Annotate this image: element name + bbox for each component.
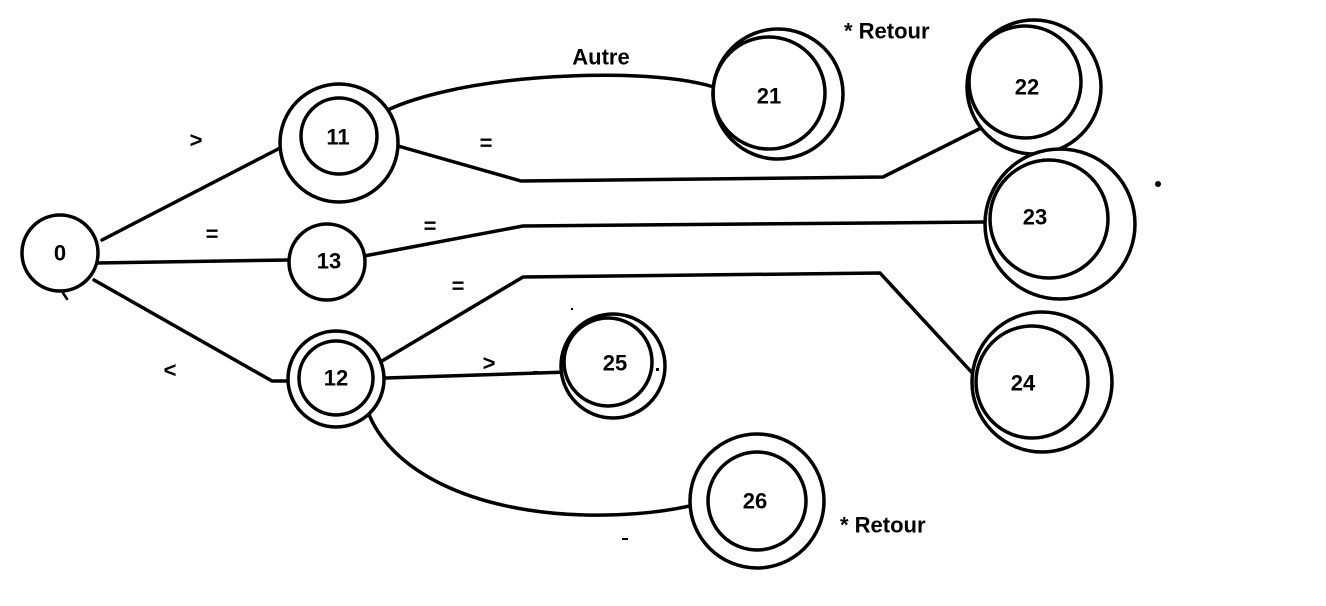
edge-12-26 — [366, 410, 714, 517]
state-label-12: 12 — [324, 366, 348, 391]
edge-11-21 — [366, 73, 716, 124]
note-retour-21: * Retour — [844, 19, 930, 44]
note-retour-26: * Retour — [840, 513, 926, 538]
state-25 — [559, 312, 667, 420]
edge-0-13 — [94, 258, 291, 265]
state-26 — [688, 432, 826, 570]
edge-label-0-11: > — [190, 128, 203, 153]
edge-12-24 — [380, 271, 978, 379]
state-label-26: 26 — [743, 489, 767, 514]
state-0 — [20, 213, 100, 293]
state-11 — [278, 82, 400, 204]
state-13 — [287, 222, 367, 302]
edge-label-0-12: < — [164, 358, 177, 383]
state-label-24: 24 — [1011, 371, 1036, 396]
state-21 — [711, 27, 845, 161]
edge-label-0-13: = — [206, 222, 219, 247]
edge-label-11-22: = — [480, 131, 493, 156]
transitions — [92, 73, 987, 517]
edge-12-25 — [384, 370, 570, 380]
state-label-22: 22 — [1015, 75, 1039, 100]
edge-label-12-25: > — [483, 351, 496, 376]
edge-label-13-23: = — [424, 214, 437, 239]
state-label-11: 11 — [326, 125, 349, 150]
state-label-23: 23 — [1023, 205, 1047, 230]
state-label-13: 13 — [317, 249, 341, 274]
state-12 — [286, 329, 386, 429]
state-label-0: 0 — [54, 241, 66, 266]
edge-13-23 — [362, 220, 987, 258]
edge-0-11 — [100, 144, 300, 242]
edge-11-22 — [396, 124, 987, 183]
state-label-25: 25 — [603, 351, 627, 376]
state-label-21: 21 — [757, 84, 781, 109]
state-24 — [970, 310, 1114, 454]
stray-marks — [61, 181, 1161, 540]
edge-label-12-24: = — [452, 274, 465, 299]
edge-label-11-21: Autre — [572, 45, 629, 70]
state-23 — [983, 147, 1137, 301]
edge-0-12 — [92, 278, 292, 383]
